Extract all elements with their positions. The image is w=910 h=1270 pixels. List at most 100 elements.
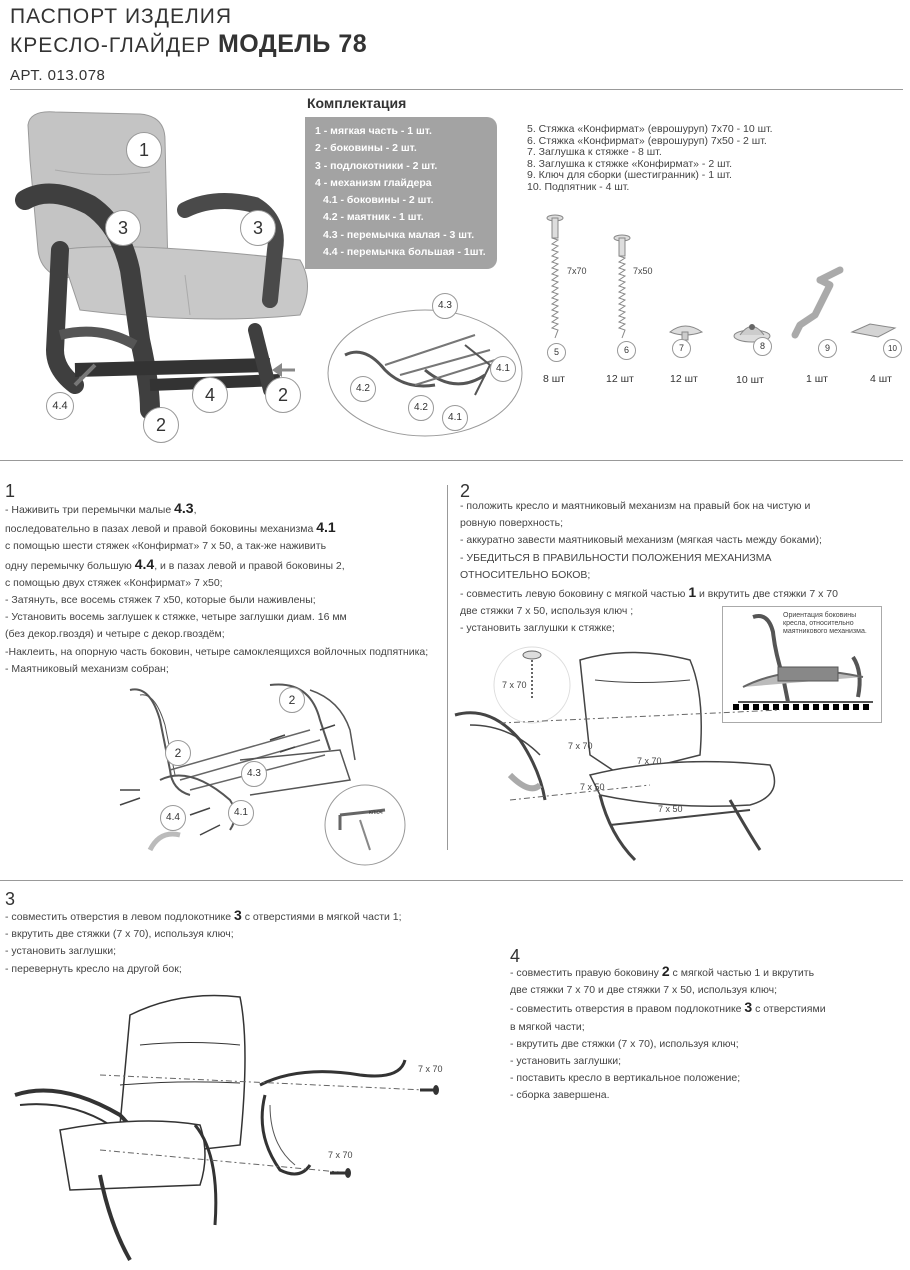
screw-5-size: 7x70 [567, 266, 587, 276]
step-1-callout-2a: 2 [279, 687, 305, 713]
step-1-line: - Маятниковый механизм собран; [5, 662, 169, 675]
hw-num-5: 5 [547, 343, 566, 362]
divider-top [10, 89, 903, 90]
callout-1: 1 [126, 132, 162, 168]
step-4-number: 4 [510, 946, 521, 966]
divider-mid [0, 460, 903, 461]
step-2-line: - УБЕДИТЬСЯ В ПРАВИЛЬНОСТИ ПОЛОЖЕНИЯ МЕХ… [460, 551, 772, 564]
step-4-line: - установить заглушки; [510, 1055, 622, 1068]
callout-4-1-bottom: 4.1 [442, 405, 468, 431]
parts-item: 9. Ключ для сборки (шестигранник) - 1 шт… [527, 169, 732, 182]
step-4-line: - сборка завершена. [510, 1089, 610, 1102]
screw-6-size: 7x50 [633, 266, 653, 276]
parts-item: 10. Подпятник - 4 шт. [527, 180, 630, 193]
step-1-line: -Наклеить, на опорную часть боковин, чет… [5, 645, 429, 658]
komplekt-item: 1 - мягкая часть - 1 шт. [315, 125, 432, 137]
model-name: МОДЕЛЬ 78 [217, 30, 368, 58]
step-1-line: последовательно в пазах левой и правой б… [5, 519, 336, 536]
callout-2-right: 2 [265, 377, 301, 413]
callout-4-2-left: 4.2 [350, 376, 376, 402]
callout-4-3: 4.3 [432, 293, 458, 319]
doc-model-title: КРЕСЛО-ГЛАЙДЕР МОДЕЛЬ 78 [10, 30, 367, 59]
parts-item: 5. Стяжка «Конфирмат» (евро­шуруп) 7x70 … [527, 123, 773, 135]
step-1-line: (без декор.гвоздя) и четыре с декор.гвоз… [5, 628, 225, 641]
step-2-line: - установить заглушки к стяжке; [460, 622, 615, 635]
step-3-armrest-illustration [14, 994, 439, 1261]
divider-vertical [447, 485, 448, 850]
callout-4-1-right: 4.1 [490, 356, 516, 382]
step-2-dim-c: 7 x 50 [580, 782, 605, 792]
hw-count-5: 8 шт [543, 373, 565, 385]
step-4-line: - вкрутить две стяжки (7 x 70), использу… [510, 1037, 739, 1050]
mechanism-detail-illustration [327, 309, 523, 437]
step-3-line: - вкрутить две стяжки (7 x 70), использу… [5, 928, 234, 941]
step-1-line: одну перемычку большую 4.4, и в пазах ле… [5, 555, 345, 572]
hw-num-6: 6 [617, 341, 636, 360]
model-prefix: КРЕСЛО-ГЛАЙДЕР [10, 34, 218, 57]
step-2-line: - положить кресло и маятниковый механизм… [460, 500, 811, 512]
step-2-line: - аккуратно завести маятниковый механизм… [460, 534, 822, 547]
step-3-text: - совместить отверстия в левом подлокотн… [5, 907, 402, 978]
step-3-line: - установить заглушки; [5, 945, 117, 958]
hw-count-9: 1 шт [806, 373, 828, 385]
callout-4-4: 4.4 [46, 392, 74, 420]
callout-2-left: 2 [143, 407, 179, 443]
step-1-callout-4-4: 4.4 [160, 805, 186, 831]
step-2-number: 2 [460, 481, 471, 501]
step-3-dim-top: 7 x 70 [418, 1064, 443, 1074]
hw-num-10: 10 [883, 339, 902, 358]
step-3-dim-bottom: 7 x 70 [328, 1150, 353, 1160]
step-1-number: 1 [5, 481, 16, 501]
step-2-text: - положить кресло и маятниковый механизм… [460, 498, 838, 638]
komplektaciya-title: Комплектация [307, 95, 407, 111]
step-3-number: 3 [5, 889, 16, 909]
callout-3-right: 3 [240, 210, 276, 246]
komplekt-item: 4.1 - боковины - 2 шт. [323, 194, 434, 207]
komplekt-item: 4.4 - перемычка большая - 1шт. [323, 246, 486, 259]
komplekt-item: 2 - боковины - 2 шт. [315, 142, 417, 155]
komplekt-item: 4.3 - перемычка малая - 3 шт. [323, 228, 475, 241]
step-1-key-label: ключ [369, 810, 383, 816]
step-4-line: в мягкой части; [510, 1020, 585, 1033]
callout-4: 4 [192, 377, 228, 413]
step-2-line: ОТНОСИТЕЛЬНО БОКОВ; [460, 568, 591, 581]
step-1-line: - Установить восемь заглушек к стяжке, ч… [5, 611, 347, 624]
step-1-callout-2b: 2 [165, 740, 191, 766]
step-2-line: - совместить левую боковину с мягкой час… [460, 584, 838, 601]
step-4-line: - поставить кресло в вертикальное положе… [510, 1072, 741, 1085]
step-1-line: с помощью шести стяжек «Конфирмат» 7 х 5… [5, 540, 327, 553]
hw-num-7: 7 [672, 339, 691, 358]
step-1-line: - Наживить три перемычки малые 4.3, [5, 500, 197, 516]
step-2-line: две стяжки 7 x 50, используя ключ ; [460, 605, 634, 618]
divider-lower [0, 880, 903, 881]
hw-count-10: 4 шт [870, 373, 892, 385]
parts-item: 8. Заглушка к стяжке «Конфирмат» - 2 шт. [527, 157, 733, 170]
step-2-dim-circle: 7 x 70 [502, 680, 527, 690]
step-1-callout-4-1: 4.1 [228, 800, 254, 826]
step-4-text: - совместить правую боковину 2 с мягкой … [510, 963, 826, 1105]
step-3-line: - совместить отверстия в левом подлокотн… [5, 907, 402, 923]
article-number: АРТ. 013.078 [10, 67, 106, 84]
komplekt-item: 4 - механизм глайдера [315, 176, 432, 189]
hw-num-8: 8 [753, 337, 772, 356]
chair-overview-illustration [15, 111, 308, 420]
parts-list: 5. Стяжка «Конфирмат» (евро­шуруп) 7x70 … [527, 123, 902, 194]
komplektaciya-list: 1 - мягкая часть - 1 шт. 2 - боковины - … [305, 117, 497, 269]
step-1-line: с помощью двух стяжек «Конфирмат» 7 x50; [5, 576, 223, 589]
parts-item: 6. Стяжка «Конфирмат» (евро­шуруп) 7x50 … [527, 134, 767, 147]
orientation-illustration [733, 614, 873, 710]
step-1-text: - Наживить три перемычки малые 4.3, посл… [5, 500, 428, 678]
step-2-line: ровную поверхность; [460, 517, 563, 530]
parts-item: 7. Заглушка к стяжке - 8 шт. [527, 146, 662, 159]
step-1-line: - Затянуть, все восемь стяжек 7 x50, кот… [5, 594, 316, 607]
callout-3-left: 3 [105, 210, 141, 246]
step-4-line: - совместить правую боковину 2 с мягкой … [510, 963, 815, 979]
hw-count-7: 12 шт [670, 373, 698, 385]
step-1-mechanism-illustration [119, 683, 406, 866]
komplekt-item: 4.2 - маятник - 1 шт. [323, 211, 424, 224]
doc-title: ПАСПОРТ ИЗДЕЛИЯ [10, 5, 233, 28]
orientation-note: Ориентация боковины кресла, относительно… [783, 612, 867, 635]
step-2-dim-b: 7 x 70 [637, 756, 662, 766]
step-2-chair-illustration [454, 646, 781, 862]
komplekt-item: 3 - подлокотники - 2 шт. [315, 159, 438, 172]
